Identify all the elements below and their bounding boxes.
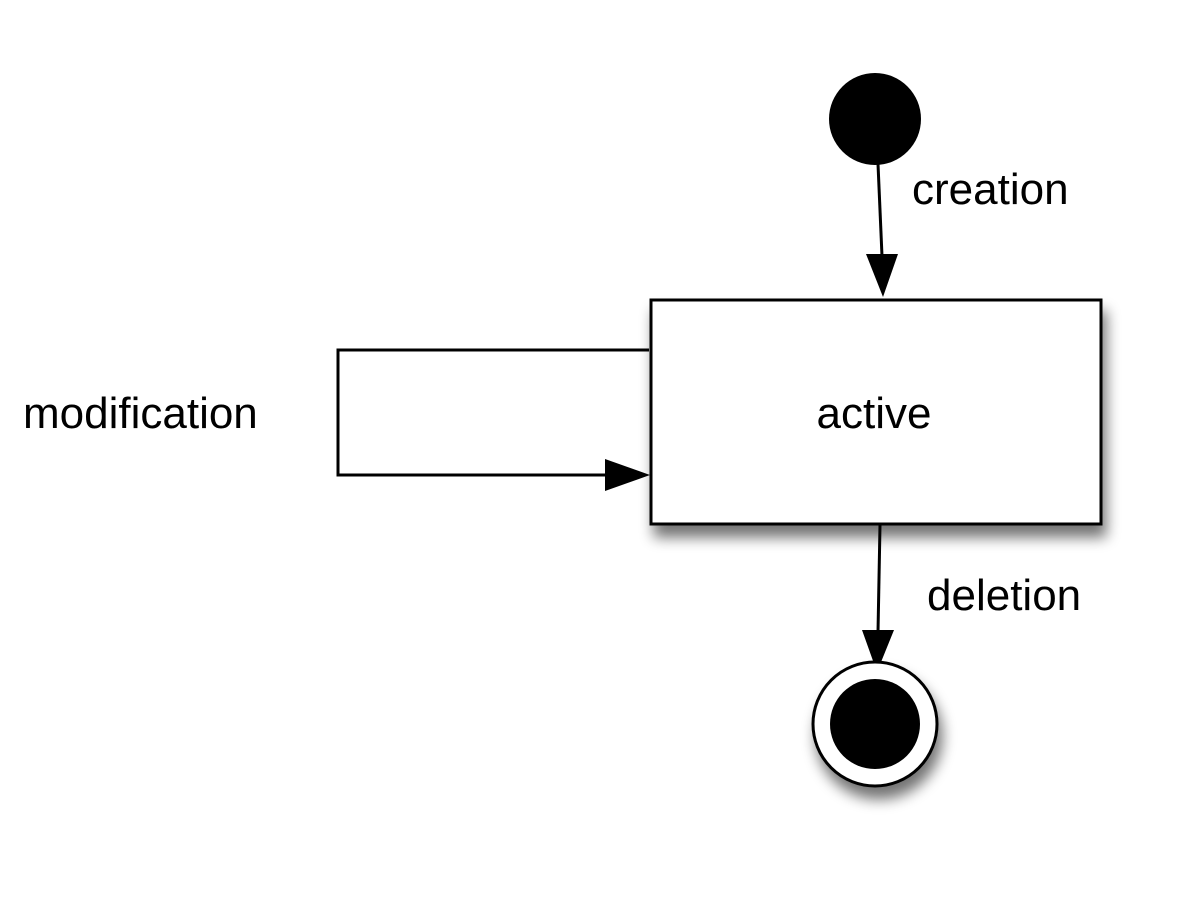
modification-label: modification bbox=[23, 389, 258, 438]
active-state-label: active bbox=[817, 389, 932, 438]
creation-edge bbox=[876, 163, 884, 257]
initial-state-node bbox=[829, 73, 921, 165]
active-state-node bbox=[649, 298, 1103, 526]
modification-arrowhead bbox=[605, 459, 650, 491]
final-state-inner-dot bbox=[830, 679, 920, 769]
deletion-label: deletion bbox=[927, 571, 1081, 620]
modification-edge bbox=[336, 348, 649, 477]
creation-arrowhead bbox=[866, 254, 898, 297]
creation-transition bbox=[866, 163, 898, 297]
deletion-transition bbox=[862, 524, 894, 672]
modification-transition bbox=[336, 348, 650, 491]
deletion-edge bbox=[876, 524, 882, 633]
creation-label: creation bbox=[912, 165, 1069, 214]
final-state-node bbox=[811, 660, 939, 788]
deletion-arrowhead bbox=[862, 630, 894, 672]
